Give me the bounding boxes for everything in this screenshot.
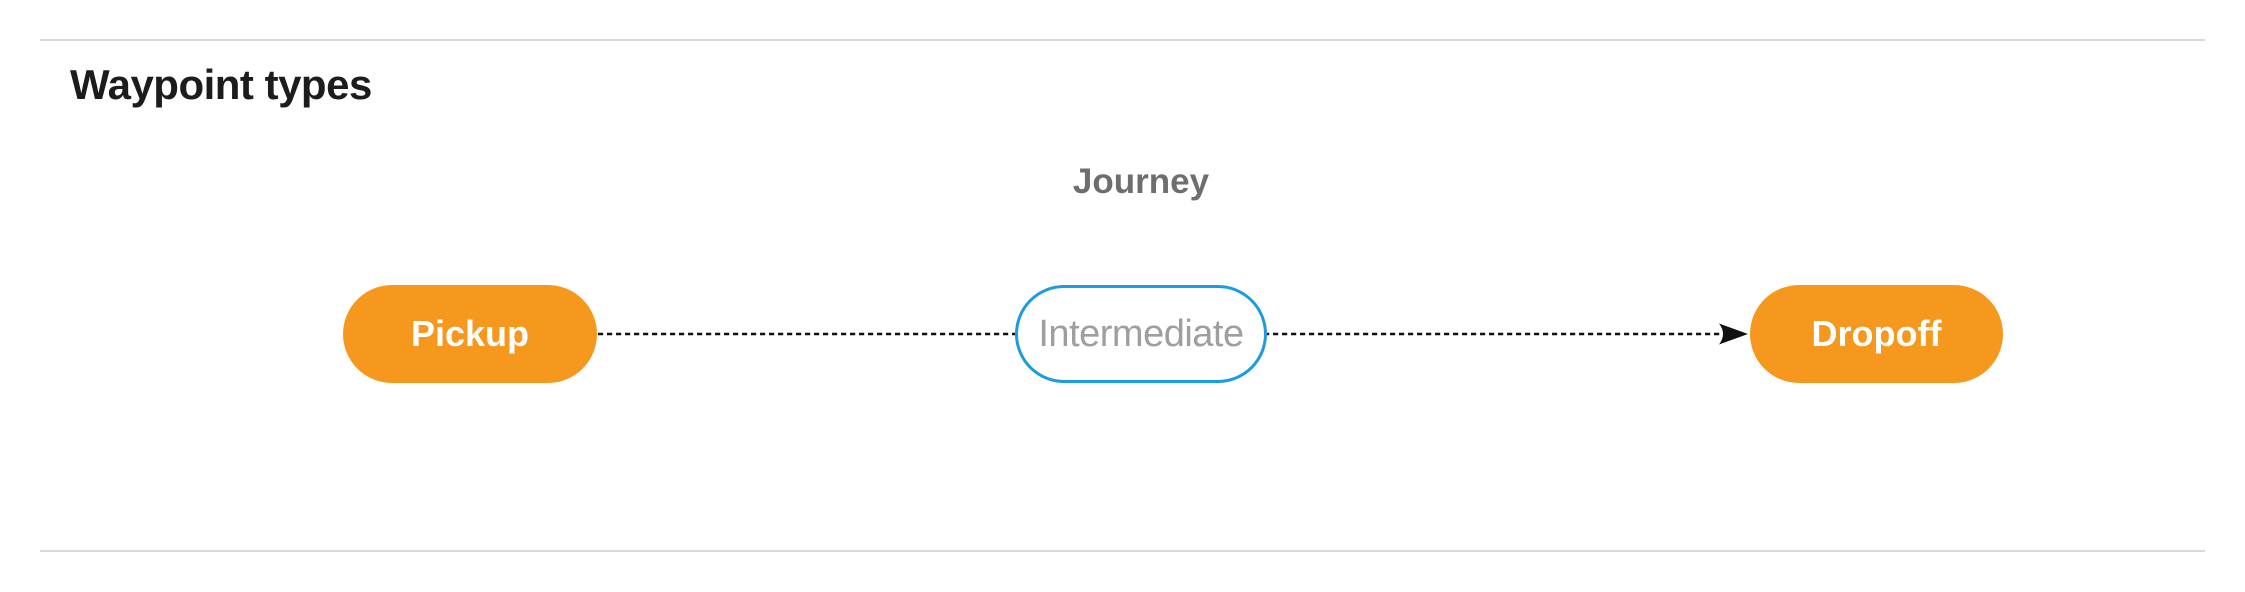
arrowhead-icon	[1719, 323, 1748, 345]
node-pickup: Pickup	[343, 285, 597, 383]
diagram-title: Journey	[1072, 162, 1210, 201]
bottom-divider	[40, 550, 2205, 552]
top-divider	[40, 39, 2205, 41]
section-heading: Waypoint types	[70, 61, 372, 108]
node-dropoff: Dropoff	[1750, 285, 2003, 383]
node-intermediate: Intermediate	[1015, 285, 1267, 383]
